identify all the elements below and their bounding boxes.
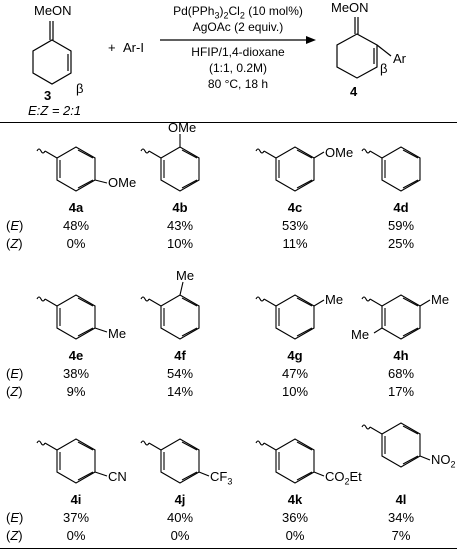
compound-number-4: 4 [350, 84, 358, 99]
beta-label: β [76, 81, 84, 96]
yield-e: 59% [387, 218, 415, 233]
yield-e: 48% [62, 218, 90, 233]
compound-label: 4k [287, 492, 303, 507]
yield-z: 17% [387, 384, 415, 399]
catalyst-condition: Pd(PPh3)2Cl2 (10 mol%) [173, 4, 303, 21]
row-label-e: (E) [6, 510, 24, 525]
yield-e: 47% [281, 366, 309, 381]
yield-z: 0% [285, 528, 305, 543]
row-label-e: (E) [6, 366, 24, 381]
starting-material-label: MeON [34, 3, 72, 18]
starting-material-structure [32, 21, 72, 85]
yield-z: 7% [391, 528, 411, 543]
reaction-arrow [160, 36, 316, 44]
yield-z: 9% [66, 384, 86, 399]
oxidant-condition: AgOAc (2 equiv.) [192, 20, 284, 34]
substituent-4l: NO2 [431, 452, 456, 470]
substituent-4g: Me [325, 292, 344, 307]
compound-label: 4c [287, 200, 303, 215]
compound-label: 4g [287, 348, 303, 363]
substituent-4f: Me [176, 268, 195, 283]
compound-label: 4b [172, 200, 188, 215]
compound-number-3: 3 [44, 88, 52, 103]
plus-sign: + [108, 40, 116, 55]
row-label-z: (Z) [6, 528, 23, 543]
isomer-ratio: E:Z = 2:1 [28, 103, 82, 118]
substituent-4j: CF3 [210, 469, 233, 487]
yield-e: 38% [62, 366, 90, 381]
table-top-rule [0, 122, 457, 123]
product-structure [336, 17, 392, 79]
temperature-condition: 80 °C, 18 h [207, 77, 269, 91]
yield-z: 10% [281, 384, 309, 399]
product-aryl-label: Ar [393, 51, 406, 66]
substituent-4k: CO2Et [325, 469, 362, 487]
substituent-4a: OMe [108, 175, 137, 190]
substituent-4b: OMe [168, 120, 197, 135]
product-label: MeON [331, 0, 369, 15]
substituent-4h-top: Me [431, 292, 450, 307]
yield-e: 43% [166, 218, 194, 233]
compound-label: 4f [174, 348, 186, 363]
table-bottom-rule [0, 548, 457, 549]
yield-e: 34% [387, 510, 415, 525]
substituent-4h-left: Me [351, 327, 370, 342]
yield-e: 53% [281, 218, 309, 233]
solvent-condition: HFIP/1,4-dioxane [191, 45, 285, 59]
row-label-z: (Z) [6, 384, 23, 399]
compound-label: 4e [68, 348, 84, 363]
substituent-4e: Me [108, 326, 127, 341]
yield-z: 10% [166, 236, 194, 251]
row-label-z: (Z) [6, 236, 23, 251]
yield-z: 0% [66, 236, 86, 251]
yield-e: 36% [281, 510, 309, 525]
yield-e: 40% [166, 510, 194, 525]
compound-label: 4h [393, 348, 409, 363]
compound-label: 4i [70, 492, 82, 507]
yield-z: 11% [282, 236, 308, 251]
compound-label: 4l [395, 492, 407, 507]
yield-z: 0% [170, 528, 190, 543]
compound-label: 4j [174, 492, 186, 507]
yield-z: 0% [66, 528, 86, 543]
concentration-condition: (1:1, 0.2M) [208, 61, 268, 75]
row-label-e: (E) [6, 218, 24, 233]
yield-z: 25% [387, 236, 415, 251]
substituent-4c: OMe [325, 145, 354, 160]
yield-e: 68% [387, 366, 415, 381]
yield-e: 54% [166, 366, 194, 381]
compound-label: 4d [393, 200, 409, 215]
yield-z: 14% [166, 384, 194, 399]
yield-e: 37% [62, 510, 90, 525]
product-beta-label: β [380, 61, 388, 76]
compound-label: 4a [68, 200, 84, 215]
substituent-4i: CN [108, 469, 127, 484]
aryl-iodide: Ar-I [123, 40, 144, 55]
